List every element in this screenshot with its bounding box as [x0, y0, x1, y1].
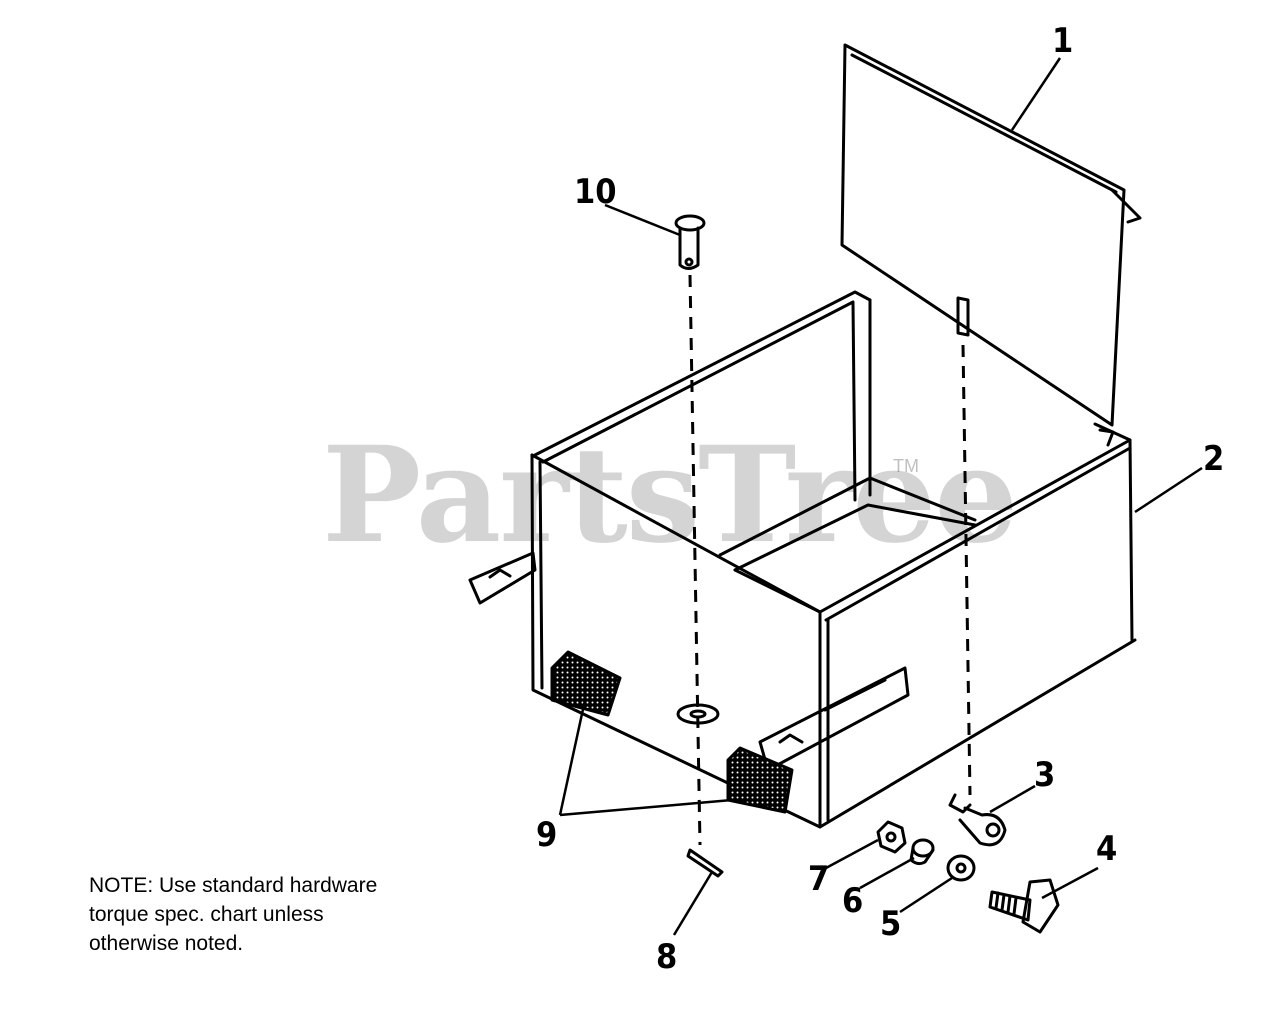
part-lid — [840, 43, 1142, 427]
callout-7: 7 — [808, 859, 829, 899]
callout-6: 6 — [842, 881, 863, 921]
part-cotter-pin — [686, 848, 724, 878]
part-battery-box — [468, 290, 1137, 829]
note-line-1: NOTE: Use standard hardware — [89, 874, 378, 897]
trademark-mark: TM — [893, 456, 919, 476]
callout-4: 4 — [1096, 829, 1117, 869]
callout-10: 10 — [574, 172, 617, 212]
callout-5: 5 — [880, 904, 901, 944]
callout-9: 9 — [536, 815, 557, 855]
part-pin-link — [948, 793, 1007, 847]
part-spacer — [909, 838, 935, 866]
callout-1: 1 — [1052, 21, 1073, 61]
part-rubber-feet — [550, 650, 794, 814]
part-nut — [876, 820, 907, 854]
note-line-3: otherwise noted. — [89, 932, 244, 955]
parts-tree-watermark: PartsTree — [322, 418, 1018, 573]
assembly-lines — [688, 274, 972, 846]
note-line-2: torque spec. chart unless — [89, 903, 324, 926]
part-clevis-pin — [674, 214, 706, 270]
callout-3: 3 — [1034, 755, 1055, 795]
leader-lines — [558, 57, 1203, 936]
part-washer — [946, 854, 976, 882]
callout-2: 2 — [1203, 439, 1224, 479]
torque-note: NOTE: Use standard hardware torque spec.… — [89, 871, 489, 958]
part-bolt — [988, 878, 1060, 934]
callout-8: 8 — [656, 937, 677, 977]
